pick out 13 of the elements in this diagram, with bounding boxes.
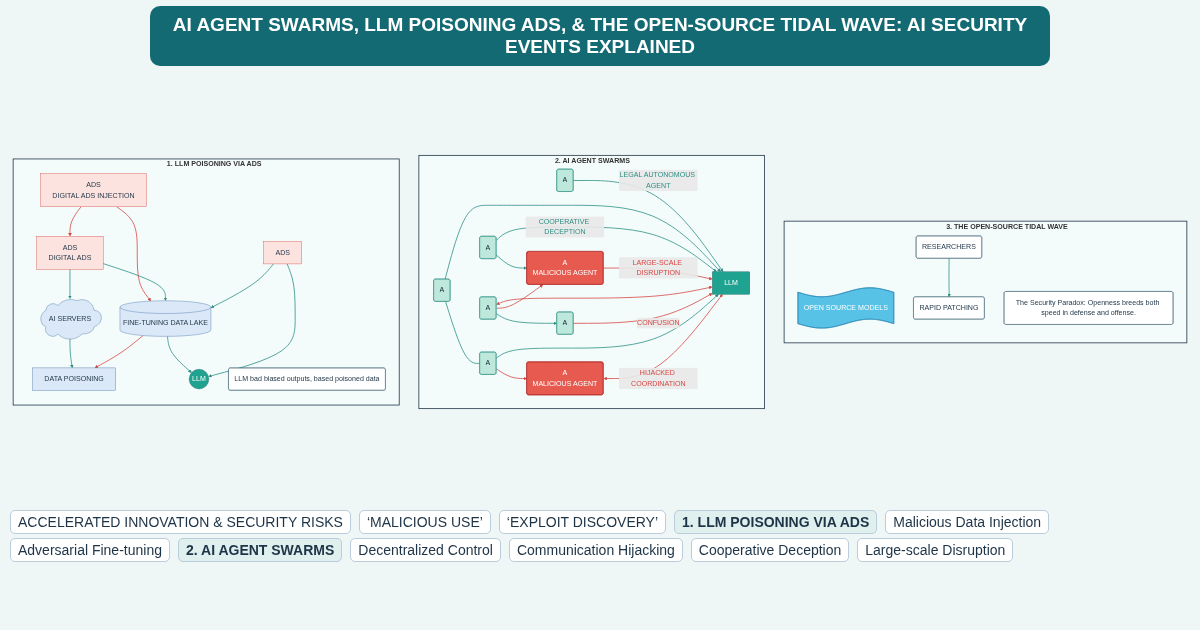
bullet-item: ‘EXPLOIT DISCOVERY’ [498, 510, 667, 534]
bullet-item: Malicious Data Injection [885, 510, 1050, 534]
connector [445, 301, 481, 364]
bullet-item: Large-scale Disruption [857, 538, 1014, 562]
section-heading: 1. LLM POISONING VIA ADS [674, 510, 878, 534]
bullet-item: Cooperative Deception [690, 538, 850, 562]
bullet-item: Communication Hijacking [508, 538, 683, 562]
bullet-item: Adversarial Fine-tuning [10, 538, 170, 562]
bullet-item: ACCELERATED INNOVATION & SECURITY RISKS [10, 510, 351, 534]
bullet-item: ‘MALICIOUS USE’ [358, 510, 491, 534]
section-heading: 2. AI AGENT SWARMS [177, 538, 343, 562]
title-banner: AI AGENT SWARMS, LLM POISONING ADS, & THE OPEN-SOURCE TIDAL WAVE: AI SECURITY EVENTS EXPLAINED [150, 6, 1050, 66]
bullet-item: Decentralized Control [350, 538, 501, 562]
